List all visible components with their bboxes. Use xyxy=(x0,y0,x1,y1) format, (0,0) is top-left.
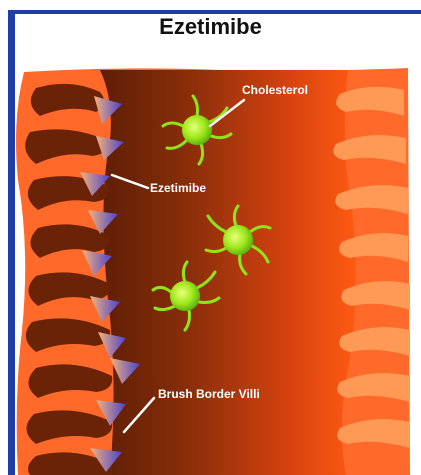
diagram-title: Ezetimibe xyxy=(0,14,421,40)
cholesterol-label: Cholesterol xyxy=(242,83,308,97)
ezetimibe-label: Ezetimibe xyxy=(150,181,206,195)
brush-border-villi-label: Brush Border Villi xyxy=(158,387,260,401)
